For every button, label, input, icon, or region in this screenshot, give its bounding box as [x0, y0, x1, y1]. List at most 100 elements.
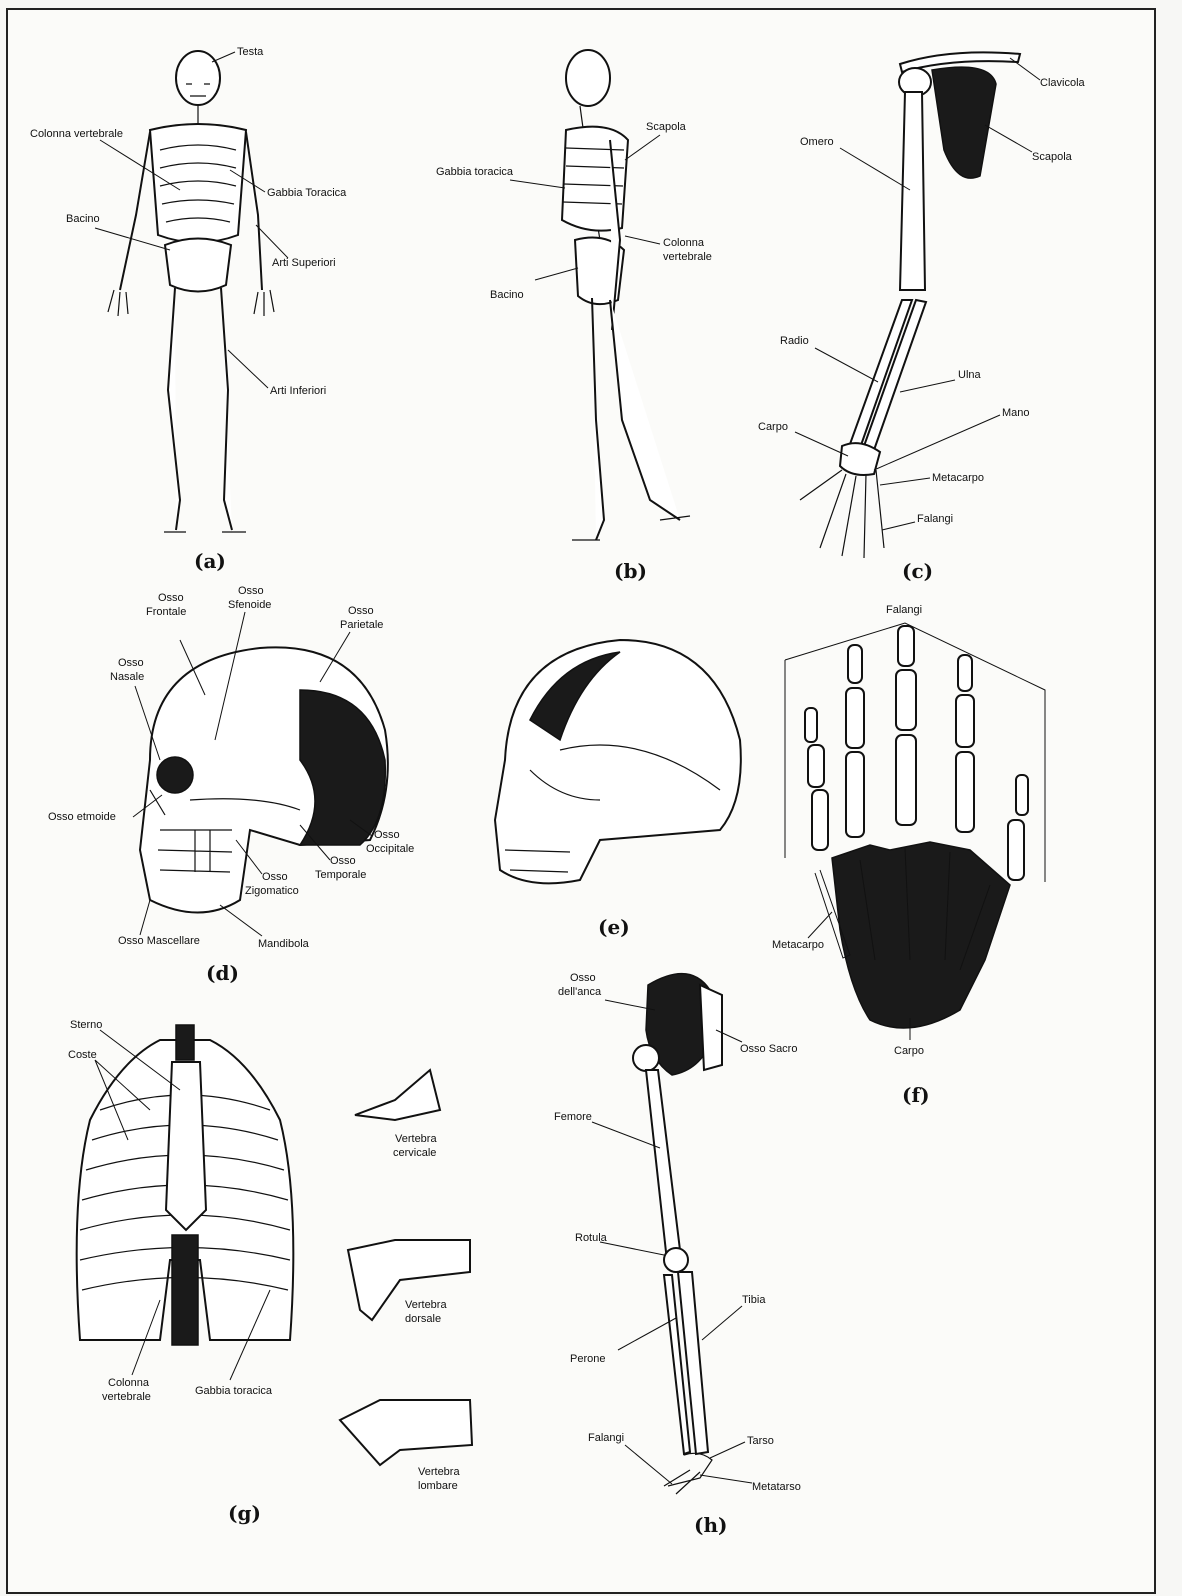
panel-g-vertebrae: [340, 1070, 472, 1465]
label-perone: Perone: [570, 1353, 605, 1365]
finger-middle-distal: [898, 626, 914, 666]
label-sterno: Sterno: [70, 1019, 102, 1031]
sternum-illustration: [166, 1062, 206, 1230]
label-etmoide: Osso etmoide: [48, 811, 116, 823]
label-radio: Radio: [780, 335, 809, 347]
spine-illustration: [172, 1235, 198, 1345]
label-coste: Coste: [68, 1049, 97, 1061]
label-temporale-2: Temporale: [315, 869, 366, 881]
caption-e: (e): [598, 915, 630, 939]
label-anca-2: dell'anca: [558, 986, 602, 998]
caption-c: (c): [902, 559, 933, 583]
label-occipitale-1: Osso: [374, 829, 400, 841]
label-colonna-vertebrale: Colonna vertebrale: [30, 128, 123, 140]
label-mandibola: Mandibola: [258, 938, 310, 950]
skull-illustration: [176, 51, 220, 105]
label-colonna-1: Colonna: [108, 1377, 150, 1389]
skull-illustration: [566, 50, 610, 106]
label-frontale-1: Osso: [158, 592, 184, 604]
label-dorsale-2: dorsale: [405, 1313, 441, 1325]
label-gabbia-toracica: Gabbia Toracica: [267, 187, 347, 199]
caption-h: (h): [694, 1513, 727, 1537]
label-scapola: Scapola: [646, 121, 687, 133]
lumbar-vertebra-illustration: [340, 1400, 472, 1465]
panel-a-skeleton-front: [108, 51, 274, 532]
label-mascellare: Osso Mascellare: [118, 935, 200, 947]
label-anca-1: Osso: [570, 972, 596, 984]
label-lombare-2: lombare: [418, 1480, 458, 1492]
label-parietale-1: Osso: [348, 605, 374, 617]
label-ulna: Ulna: [958, 369, 982, 381]
femur-illustration: [646, 1070, 680, 1252]
label-arti-superiori: Arti Superiori: [272, 257, 336, 269]
label-temporale-1: Osso: [330, 855, 356, 867]
label-omero: Omero: [800, 136, 834, 148]
label-nasale-1: Osso: [118, 657, 144, 669]
cervical-spine: [176, 1025, 194, 1060]
label-falangi: Falangi: [588, 1432, 624, 1444]
label-gabbia-toracica: Gabbia toracica: [195, 1385, 273, 1397]
label-colonna-2: vertebrale: [663, 251, 712, 263]
left-leg-illustration: [168, 288, 180, 530]
panel-c-arm: [800, 52, 1020, 558]
label-mano: Mano: [1002, 407, 1030, 419]
cervical-vertebra-illustration: [355, 1070, 440, 1120]
label-gabbia-toracica: Gabbia toracica: [436, 166, 514, 178]
label-scapola: Scapola: [1032, 151, 1073, 163]
label-carpo: Carpo: [894, 1045, 924, 1057]
label-arti-inferiori: Arti Inferiori: [270, 385, 326, 397]
label-clavicola: Clavicola: [1040, 77, 1086, 89]
label-zigomatico-1: Osso: [262, 871, 288, 883]
leg-front-illustration: [610, 300, 680, 520]
leg-back-illustration: [592, 298, 604, 540]
label-parietale-2: Parietale: [340, 619, 383, 631]
label-frontale-2: Frontale: [146, 606, 186, 618]
caption-b: (b): [614, 559, 647, 583]
panel-e-skull-sagittal: (e): [495, 640, 741, 939]
caption-g: (g): [228, 1501, 261, 1525]
label-tarso: Tarso: [747, 1435, 774, 1447]
label-osso-sacro: Osso Sacro: [740, 1043, 797, 1055]
label-tibia: Tibia: [742, 1294, 766, 1306]
label-cervicale-1: Vertebra: [395, 1133, 437, 1145]
label-sfenoide-1: Osso: [238, 585, 264, 597]
label-falangi: Falangi: [886, 604, 922, 616]
label-femore: Femore: [554, 1111, 592, 1123]
label-cervicale-2: cervicale: [393, 1147, 436, 1159]
ribcage-illustration: [150, 124, 246, 243]
metacarpals-and-carpals: [832, 842, 1010, 1028]
label-bacino: Bacino: [490, 289, 524, 301]
panel-f-hand: [785, 623, 1045, 1028]
carpal-illustration: [840, 443, 880, 475]
caption-d: (d): [206, 961, 239, 985]
label-falangi: Falangi: [917, 513, 953, 525]
label-dorsale-1: Vertebra: [405, 1299, 447, 1311]
label-colonna-1: Colonna: [663, 237, 705, 249]
caption-f: (f): [902, 1083, 930, 1107]
right-arm-illustration: [246, 132, 262, 290]
label-carpo: Carpo: [758, 421, 788, 433]
label-rotula: Rotula: [575, 1232, 608, 1244]
patella-illustration: [664, 1248, 688, 1272]
panel-h-leg: [633, 974, 722, 1494]
pelvis-illustration: [165, 239, 231, 292]
label-nasale-2: Nasale: [110, 671, 144, 683]
label-metacarpo: Metacarpo: [772, 939, 824, 951]
caption-a: (a): [194, 549, 226, 573]
orbit: [157, 757, 193, 793]
label-bacino: Bacino: [66, 213, 100, 225]
label-colonna-2: vertebrale: [102, 1391, 151, 1403]
label-metatarso: Metatarso: [752, 1481, 801, 1493]
label-sfenoide-2: Sfenoide: [228, 599, 271, 611]
scapula-illustration: [932, 67, 996, 178]
label-testa: Testa: [237, 46, 264, 58]
label-lombare-1: Vertebra: [418, 1466, 460, 1478]
skull-section-outline: [495, 640, 741, 883]
sacrum-illustration: [700, 985, 722, 1070]
label-occipitale-2: Occipitale: [366, 843, 414, 855]
label-zigomatico-2: Zigomatico: [245, 885, 299, 897]
humerus-illustration: [900, 92, 925, 290]
right-leg-illustration: [221, 288, 232, 530]
label-metacarpo: Metacarpo: [932, 472, 984, 484]
